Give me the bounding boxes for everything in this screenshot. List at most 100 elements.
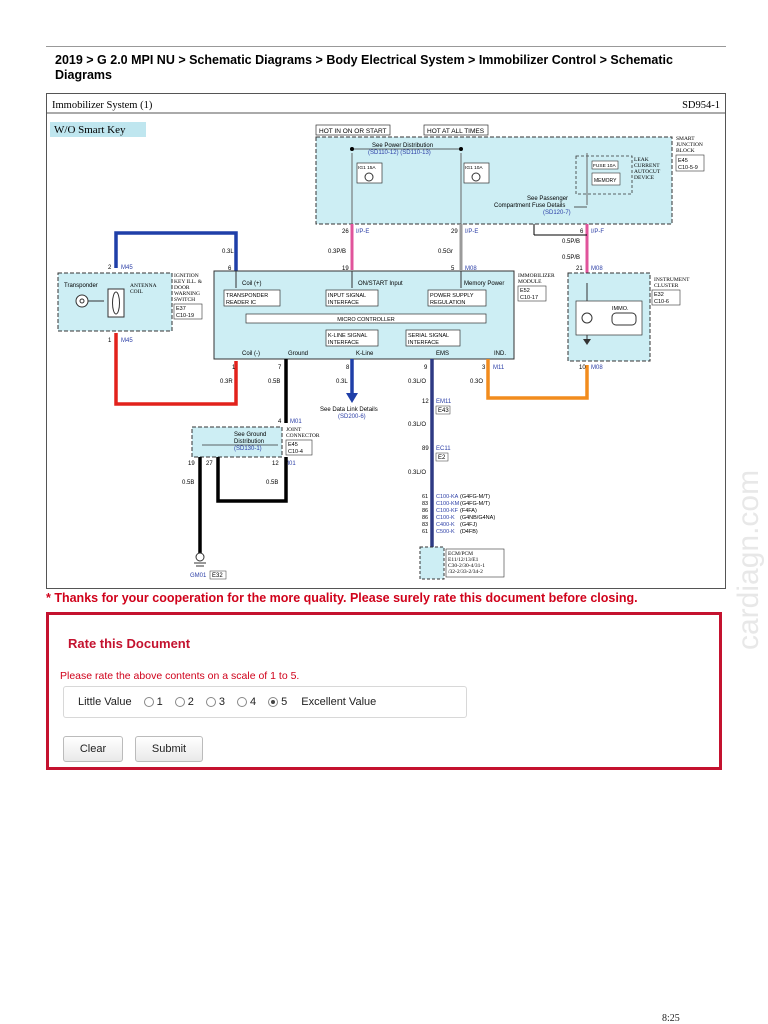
rating-option-label: 5 bbox=[281, 696, 288, 708]
svg-text:Coil (-): Coil (-) bbox=[242, 351, 260, 357]
svg-text:INSTRUMENT: INSTRUMENT bbox=[654, 277, 690, 283]
svg-text:MICRO CONTROLLER: MICRO CONTROLLER bbox=[337, 317, 394, 323]
top-rule bbox=[46, 46, 726, 47]
svg-text:C10-5-9: C10-5-9 bbox=[678, 165, 698, 171]
svg-text:CLUSTER: CLUSTER bbox=[654, 283, 679, 289]
rating-option-2[interactable]: 2 bbox=[174, 696, 194, 708]
svg-text:(SD200-6): (SD200-6) bbox=[338, 414, 366, 420]
svg-text:Distribution: Distribution bbox=[234, 439, 264, 445]
svg-text:7: 7 bbox=[278, 365, 282, 371]
watermark: cardiagn.com bbox=[732, 470, 765, 650]
svg-text:M45: M45 bbox=[121, 265, 133, 271]
rating-option-1[interactable]: 1 bbox=[143, 696, 163, 708]
rating-option-5[interactable]: 5 bbox=[268, 696, 287, 708]
breadcrumb: 2019 > G 2.0 MPI NU > Schematic Diagrams… bbox=[55, 53, 673, 82]
diagram-code: SD954-1 bbox=[682, 100, 720, 111]
svg-text:2: 2 bbox=[108, 265, 112, 271]
svg-text:M08: M08 bbox=[591, 266, 603, 272]
svg-text:ANTENNA: ANTENNA bbox=[130, 283, 157, 289]
ecm-pin: 86 bbox=[422, 515, 428, 521]
svg-text:HOT AT ALL TIMES: HOT AT ALL TIMES bbox=[427, 128, 485, 135]
rating-prompt: Please rate the above contents on a scal… bbox=[60, 670, 300, 682]
svg-text:M08: M08 bbox=[591, 365, 603, 371]
svg-text:0.3L: 0.3L bbox=[222, 249, 234, 255]
svg-text:12: 12 bbox=[422, 399, 429, 405]
svg-text:LEAK: LEAK bbox=[634, 157, 649, 163]
svg-text:Memory Power: Memory Power bbox=[464, 281, 504, 287]
svg-text:1: 1 bbox=[108, 338, 112, 344]
radio-icon[interactable] bbox=[205, 697, 216, 707]
svg-text:0.5B: 0.5B bbox=[182, 480, 194, 486]
svg-text:CONNECTOR: CONNECTOR bbox=[286, 433, 320, 439]
svg-text:E32: E32 bbox=[654, 292, 664, 298]
svg-text:6: 6 bbox=[580, 229, 584, 235]
svg-text:E32: E32 bbox=[212, 573, 223, 579]
svg-text:E2: E2 bbox=[438, 455, 446, 461]
svg-text:0.3L/O: 0.3L/O bbox=[408, 422, 426, 428]
ecm-note: (G4FG-M/T) bbox=[460, 494, 490, 500]
svg-text:0.3L/O: 0.3L/O bbox=[408, 470, 426, 476]
radio-icon[interactable] bbox=[268, 697, 279, 707]
svg-text:SMART: SMART bbox=[676, 136, 695, 142]
svg-text:10: 10 bbox=[579, 365, 586, 371]
svg-text:0.5P/B: 0.5P/B bbox=[562, 239, 580, 245]
submit-button[interactable]: Submit bbox=[135, 736, 203, 762]
rating-option-4[interactable]: 4 bbox=[236, 696, 256, 708]
rating-option-label: 3 bbox=[218, 696, 225, 708]
svg-text:INTERFACE: INTERFACE bbox=[408, 340, 439, 346]
svg-text:26: 26 bbox=[342, 229, 349, 235]
svg-text:INTERFACE: INTERFACE bbox=[328, 340, 359, 346]
rating-notice: * Thanks for your cooperation for the mo… bbox=[46, 591, 638, 605]
svg-text:See Data Link Details: See Data Link Details bbox=[320, 407, 378, 413]
svg-text:12: 12 bbox=[272, 461, 279, 467]
ecm-pin: 86 bbox=[422, 508, 428, 514]
svg-text:BLOCK: BLOCK bbox=[676, 148, 695, 154]
svg-text:C30-2/30-4/31-1: C30-2/30-4/31-1 bbox=[448, 563, 485, 569]
svg-text:8: 8 bbox=[346, 365, 350, 371]
svg-text:MEMORY: MEMORY bbox=[594, 178, 617, 184]
radio-icon[interactable] bbox=[236, 697, 247, 707]
radio-icon[interactable] bbox=[143, 697, 154, 707]
svg-text:COIL: COIL bbox=[130, 289, 143, 295]
radio-icon[interactable] bbox=[174, 697, 185, 707]
svg-text:CURRENT: CURRENT bbox=[634, 163, 660, 169]
high-label: Excellent Value bbox=[301, 696, 377, 708]
svg-text:E11/12/13/E1: E11/12/13/E1 bbox=[448, 557, 479, 563]
svg-text:ON/START Input: ON/START Input bbox=[358, 281, 403, 287]
rating-option-label: 1 bbox=[156, 696, 163, 708]
svg-text:19: 19 bbox=[342, 266, 349, 272]
svg-text:TRANSPONDER: TRANSPONDER bbox=[226, 293, 268, 299]
svg-text:5: 5 bbox=[451, 266, 455, 272]
svg-text:IG1 10A: IG1 10A bbox=[465, 165, 483, 171]
joint-connector bbox=[191, 426, 283, 458]
variant-label: W/O Smart Key bbox=[54, 124, 126, 136]
svg-text:0.3O: 0.3O bbox=[470, 379, 483, 385]
system-title: Immobilizer System (1) bbox=[52, 100, 153, 111]
ecm-note: (G4NB/G4NA) bbox=[460, 515, 495, 521]
rating-title: Rate this Document bbox=[68, 636, 191, 651]
svg-text:C10-19: C10-19 bbox=[176, 313, 194, 319]
svg-text:E43: E43 bbox=[438, 408, 449, 414]
svg-text:I/P-E: I/P-E bbox=[356, 229, 369, 235]
svg-text:POWER SUPPLY: POWER SUPPLY bbox=[430, 293, 474, 299]
svg-text:(SD130-1): (SD130-1) bbox=[234, 446, 262, 452]
svg-text:GM01: GM01 bbox=[190, 573, 207, 579]
clear-button[interactable]: Clear bbox=[63, 736, 123, 762]
rating-option-3[interactable]: 3 bbox=[205, 696, 225, 708]
svg-text:DEVICE: DEVICE bbox=[634, 175, 655, 181]
svg-text:READER IC: READER IC bbox=[226, 300, 256, 306]
schematic-diagram: Immobilizer System (1) SD954-1 W/O Smart… bbox=[46, 93, 726, 589]
svg-text:0.5B: 0.5B bbox=[268, 379, 280, 385]
svg-text:27: 27 bbox=[206, 461, 213, 467]
svg-text:4: 4 bbox=[278, 419, 282, 425]
svg-text:WARNING: WARNING bbox=[174, 291, 200, 297]
svg-text:(SD120-7): (SD120-7) bbox=[543, 210, 571, 216]
svg-text:EC11: EC11 bbox=[436, 446, 451, 452]
svg-text:Transponder: Transponder bbox=[64, 283, 98, 289]
svg-text:JUNCTION: JUNCTION bbox=[676, 142, 703, 148]
svg-text:MODULE: MODULE bbox=[518, 279, 542, 285]
svg-text:INPUT SIGNAL: INPUT SIGNAL bbox=[328, 293, 366, 299]
svg-text:21: 21 bbox=[576, 266, 583, 272]
svg-text:JOINT: JOINT bbox=[286, 427, 302, 433]
